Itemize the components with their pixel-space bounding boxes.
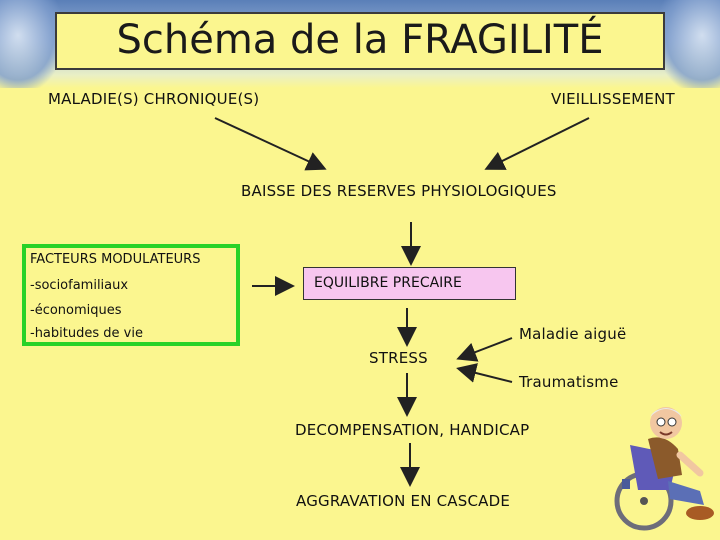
label-equilibre-precaire: EQUILIBRE PRECAIRE xyxy=(314,275,462,291)
label-aggravation: AGGRAVATION EN CASCADE xyxy=(296,492,511,510)
arrow-traumatisme-to-stress xyxy=(456,363,513,383)
facteurs-modulateurs-title: FACTEURS MODULATEURS xyxy=(30,252,201,267)
arrow-vieillissement-to-reserves xyxy=(484,117,590,170)
arrow-maladie-to-stress xyxy=(456,337,513,362)
slide-title: Schéma de la FRAGILITÉ xyxy=(55,12,665,70)
label-baisse-reserves: BAISSE DES RESERVES PHYSIOLOGIQUES xyxy=(241,182,557,200)
equilibre-precaire-box: EQUILIBRE PRECAIRE xyxy=(303,267,516,300)
label-stress: STRESS xyxy=(369,349,428,367)
label-maladie-aigue: Maladie aiguë xyxy=(519,325,627,343)
arrow-maladies-to-reserves xyxy=(214,117,327,171)
facteurs-modulateurs-box: FACTEURS MODULATEURS -sociofamiliaux -éc… xyxy=(22,244,240,346)
decorative-cloud-right xyxy=(660,0,720,88)
elderly-wheelchair-illustration xyxy=(614,407,714,531)
label-traumatisme: Traumatisme xyxy=(519,373,619,391)
label-decompensation: DECOMPENSATION, HANDICAP xyxy=(295,421,530,439)
label-maladies-chroniques: MALADIE(S) CHRONIQUE(S) xyxy=(48,90,260,108)
facteur-item: -économiques xyxy=(30,303,122,318)
facteur-item: -habitudes de vie xyxy=(30,326,143,341)
label-vieillissement: VIEILLISSEMENT xyxy=(551,90,675,108)
facteur-item: -sociofamiliaux xyxy=(30,278,129,293)
decorative-cloud-left xyxy=(0,0,60,88)
